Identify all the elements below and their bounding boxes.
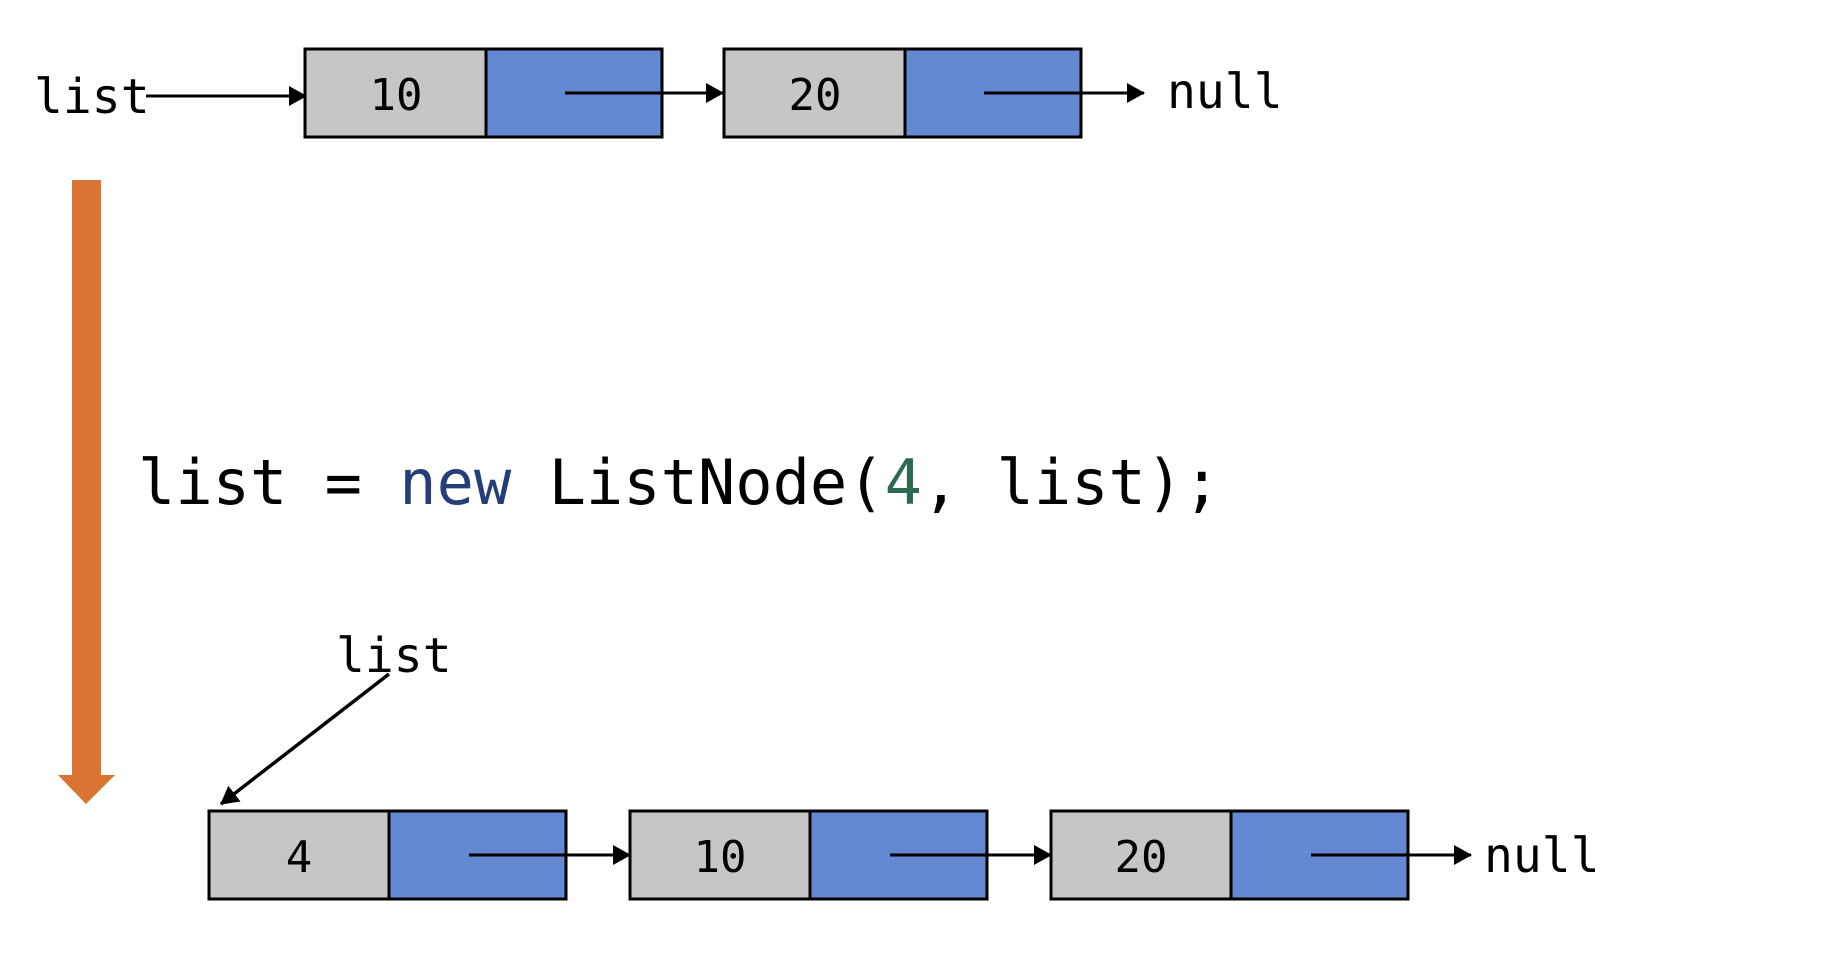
before-node-10: 10 (303, 47, 724, 139)
node-value: 20 (789, 70, 842, 121)
node-value: 4 (286, 832, 313, 883)
value-cell (1049, 809, 1233, 901)
step-down-arrow (58, 180, 115, 804)
code-part-constructor: ListNode( (511, 446, 884, 519)
node-value: 10 (694, 832, 747, 883)
node-value: 20 (1115, 832, 1168, 883)
after-node-10: 10 (628, 809, 1052, 901)
code-keyword-new: new (399, 446, 512, 519)
after-node-4: 4 (207, 809, 631, 901)
after-list-pointer-arrow (219, 672, 391, 806)
before-node-20: 20 (722, 47, 1145, 139)
node-value: 10 (370, 70, 423, 121)
value-cell (722, 47, 907, 139)
before-null-label: null (1167, 64, 1283, 120)
after-null-label: null (1484, 828, 1600, 884)
before-state: list 10 20 null (34, 47, 1283, 139)
code-statement: list = new ListNode(4, list); (138, 446, 1221, 519)
before-list-label: list (34, 69, 150, 125)
after-node-20: 20 (1049, 809, 1472, 901)
after-list-label: list (336, 628, 452, 684)
after-state: list 4 10 20 null (207, 628, 1600, 901)
value-cell (207, 809, 391, 901)
code-number-literal: 4 (885, 446, 922, 519)
code-part-args: , list); (922, 446, 1221, 519)
code-part-assign: list = (138, 446, 399, 519)
